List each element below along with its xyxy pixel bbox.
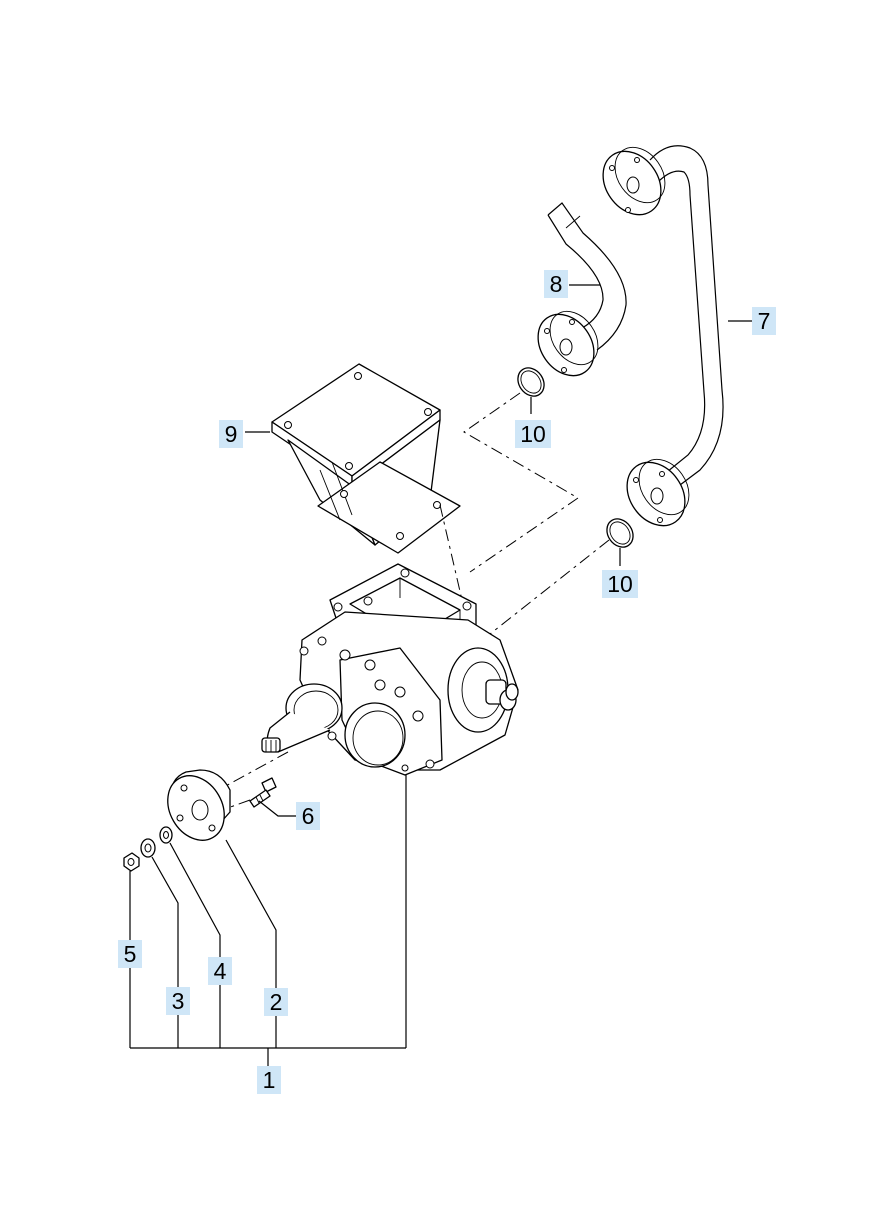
callout-10-lower: 10: [602, 570, 638, 598]
pipe-part-7: [602, 145, 724, 527]
callout-5: 5: [118, 940, 142, 968]
callout-1: 1: [257, 1066, 281, 1094]
pipe-part-8: [537, 202, 627, 377]
callout-label: 8: [550, 271, 563, 297]
callout-8: 8: [544, 270, 568, 298]
gasket-ring-upper: [517, 367, 545, 397]
gasket-ring-lower: [606, 518, 634, 548]
washer-part-4: [159, 826, 173, 844]
callout-2: 2: [264, 988, 288, 1016]
callout-4: 4: [208, 957, 232, 985]
callout-label: 10: [607, 571, 633, 597]
callout-label: 7: [758, 308, 771, 334]
nut-part-5: [123, 852, 140, 872]
gearbox-housing: [261, 563, 519, 776]
callout-label: 5: [124, 941, 137, 967]
bolt-part-6: [249, 777, 277, 808]
callout-label: 1: [263, 1067, 276, 1093]
callout-label: 2: [270, 989, 283, 1015]
callout-3: 3: [166, 987, 190, 1015]
mounting-bracket-part-9: [271, 363, 461, 554]
callout-label: 4: [214, 958, 227, 984]
callout-label: 9: [225, 421, 238, 447]
callout-label: 10: [520, 421, 546, 447]
callout-6: 6: [296, 802, 320, 830]
callout-label: 6: [302, 803, 315, 829]
callout-label: 3: [172, 988, 185, 1014]
callout-9: 9: [219, 420, 243, 448]
leader-lines: [129, 284, 752, 1066]
callout-10-upper: 10: [515, 420, 551, 448]
coupling-flange-part-2: [167, 769, 231, 841]
washer-part-3: [140, 838, 156, 858]
callout-7: 7: [752, 307, 776, 335]
